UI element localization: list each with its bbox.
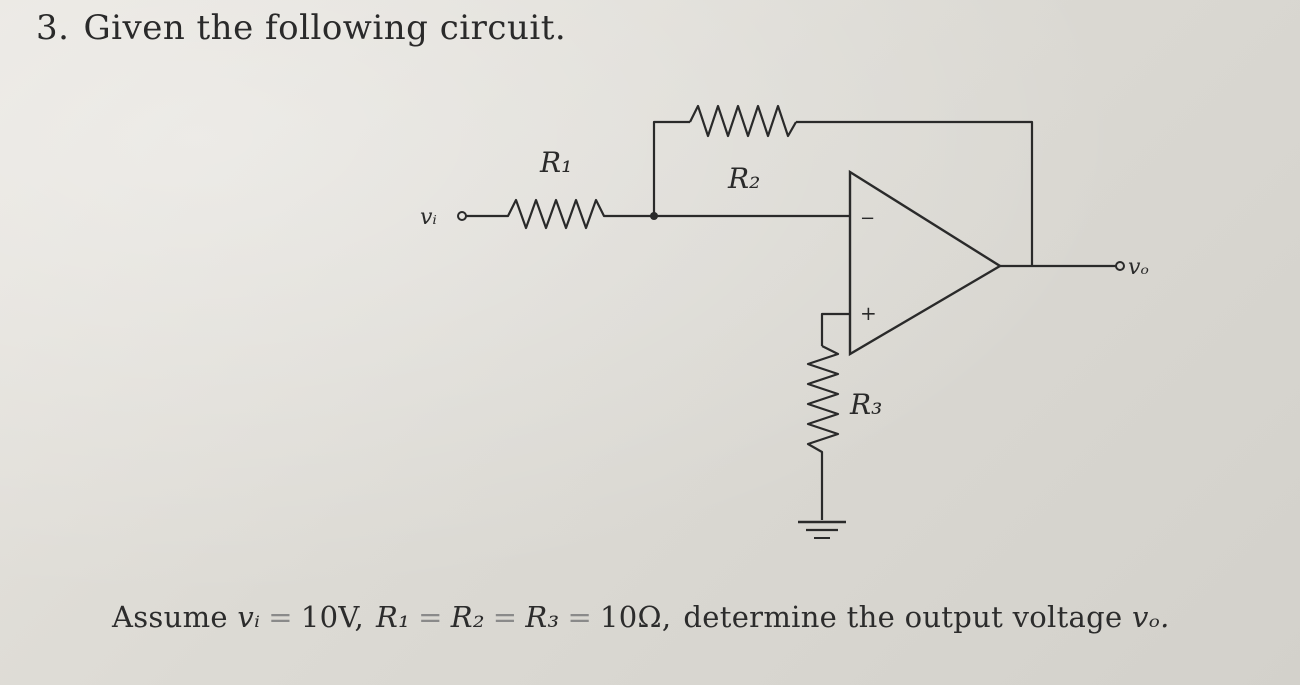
question-title: Given the following circuit. [83, 8, 567, 48]
inverting-input-sign: − [860, 208, 875, 229]
problem-statement: Assume vᵢ=10V,R₁=R₂=R₃=10Ω,determine the… [112, 600, 1170, 634]
label-r2: R₂ [727, 162, 760, 195]
question-heading: 3. Given the following circuit. [36, 8, 566, 48]
label-r1: R₁ [539, 146, 572, 179]
statement-assume: Assume [112, 600, 228, 634]
statement-tail: determine the output voltage [683, 600, 1123, 634]
resistor-r3 [806, 345, 840, 520]
noninverting-input-wire [820, 312, 850, 346]
statement-r2: R₂ [450, 600, 485, 634]
label-vi: vᵢ [420, 205, 437, 230]
resistor-r2 [689, 104, 797, 138]
label-vo: vₒ [1128, 255, 1149, 280]
statement-r3: R₃ [525, 600, 560, 634]
op-amp-symbol [848, 169, 1003, 357]
output-terminal [1115, 261, 1125, 271]
noninverting-input-sign: + [860, 301, 877, 325]
statement-vo: vₒ. [1132, 600, 1170, 634]
question-number: 3. [36, 8, 70, 48]
input-terminal [457, 211, 467, 221]
statement-vi-value: 10V, [300, 600, 365, 634]
resistor-r1 [466, 198, 654, 230]
feedback-wire-right [796, 120, 1034, 266]
statement-eq-2: = [418, 600, 443, 634]
statement-r-value: 10Ω, [600, 600, 672, 634]
feedback-wire-left [652, 120, 690, 216]
statement-vi: vᵢ [237, 600, 261, 634]
label-r3: R₃ [849, 388, 882, 421]
statement-r1: R₁ [376, 600, 411, 634]
statement-eq-3: = [492, 600, 518, 634]
statement-eq-4: = [567, 600, 593, 634]
statement-eq-1: = [268, 600, 293, 634]
